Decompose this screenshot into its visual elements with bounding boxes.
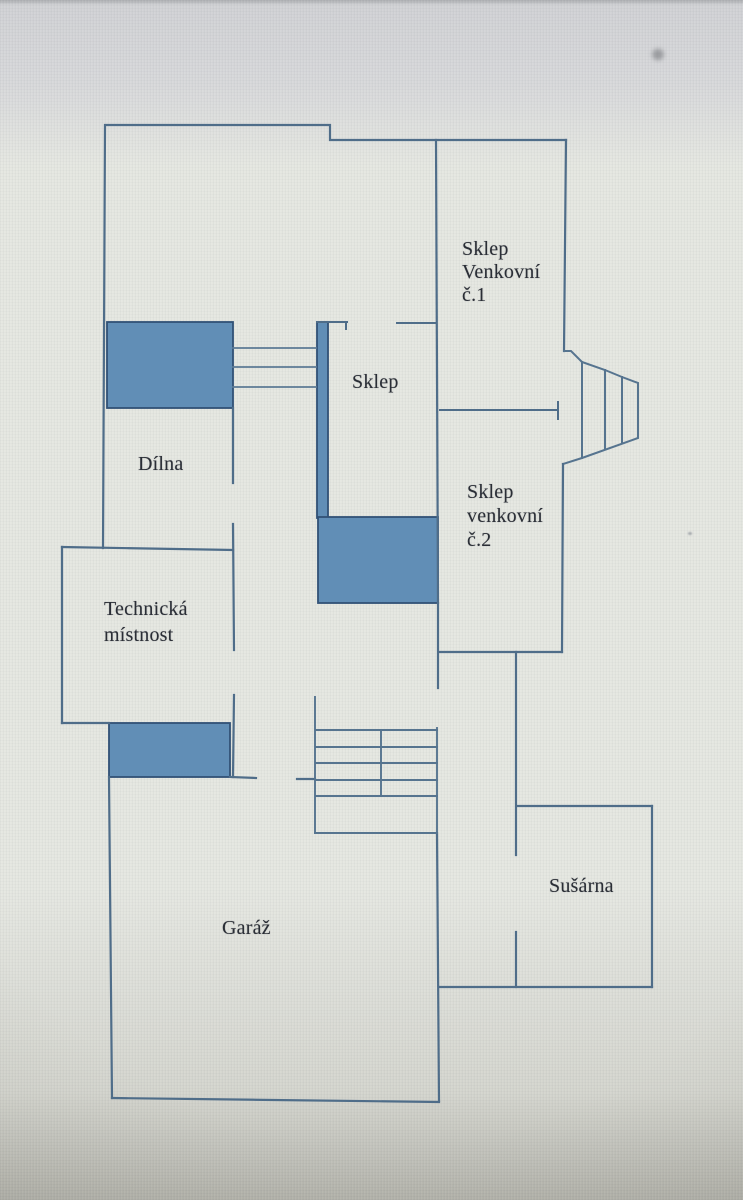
dust-speck — [688, 532, 692, 535]
outer-walls — [101, 123, 568, 690]
outdoor-fan-stairs — [561, 350, 639, 466]
label-line: Sklep — [462, 238, 509, 260]
blue-fill-blocks — [106, 321, 439, 778]
fan-stair-outline — [561, 350, 639, 466]
label-line: Venkovní — [462, 261, 541, 283]
label-line: Technická — [104, 598, 188, 620]
dilna-mini-stairs — [232, 347, 317, 388]
dilna-walls — [231, 406, 236, 779]
garage-bottom-wall — [110, 1096, 441, 1104]
technicka-walls — [60, 545, 235, 725]
garage-right-wall — [435, 831, 441, 1103]
dilna-window-block — [106, 321, 234, 409]
label-line: místnost — [104, 624, 174, 646]
label-line: venkovní — [467, 505, 544, 527]
label-line: Sklep — [467, 481, 514, 503]
susarna-walls — [438, 650, 654, 989]
garage-top-wall-left — [228, 775, 258, 780]
room-label-dilna: Dílna — [138, 453, 183, 476]
label-line: Sušárna — [549, 875, 614, 897]
sklep-wall-bar-block — [316, 321, 329, 519]
sklep-top-wall — [316, 321, 437, 330]
garage-wall-block — [108, 722, 231, 778]
room-label-garaz: Garáž — [222, 917, 271, 940]
sklep-lower-block — [317, 516, 439, 604]
sklep2-walls — [438, 462, 565, 654]
label-line: Dílna — [138, 453, 184, 475]
room-label-sklep-venkovni-2: Sklep venkovní č.2 — [467, 480, 543, 552]
room-label-sklep: Sklep — [352, 371, 399, 394]
sklep1-door-mark — [439, 401, 559, 420]
room-label-technicka-mistnost: Technická místnost — [104, 596, 188, 648]
smudge-artifact — [650, 47, 666, 62]
label-line: č.2 — [467, 529, 492, 551]
label-line: č.1 — [462, 284, 487, 306]
room-label-susarna: Sušárna — [549, 875, 614, 898]
sklep1-right-wall — [562, 138, 568, 353]
garage-walls — [107, 775, 441, 1104]
label-line: Garáž — [222, 917, 271, 939]
room-label-sklep-venkovni-1: Sklep Venkovní č.1 — [462, 238, 540, 307]
label-line: Sklep — [352, 371, 399, 393]
center-spine-wall — [434, 138, 440, 605]
garage-left-wall — [107, 775, 114, 1100]
central-staircase — [314, 696, 438, 834]
top-outer-wall — [101, 123, 568, 550]
